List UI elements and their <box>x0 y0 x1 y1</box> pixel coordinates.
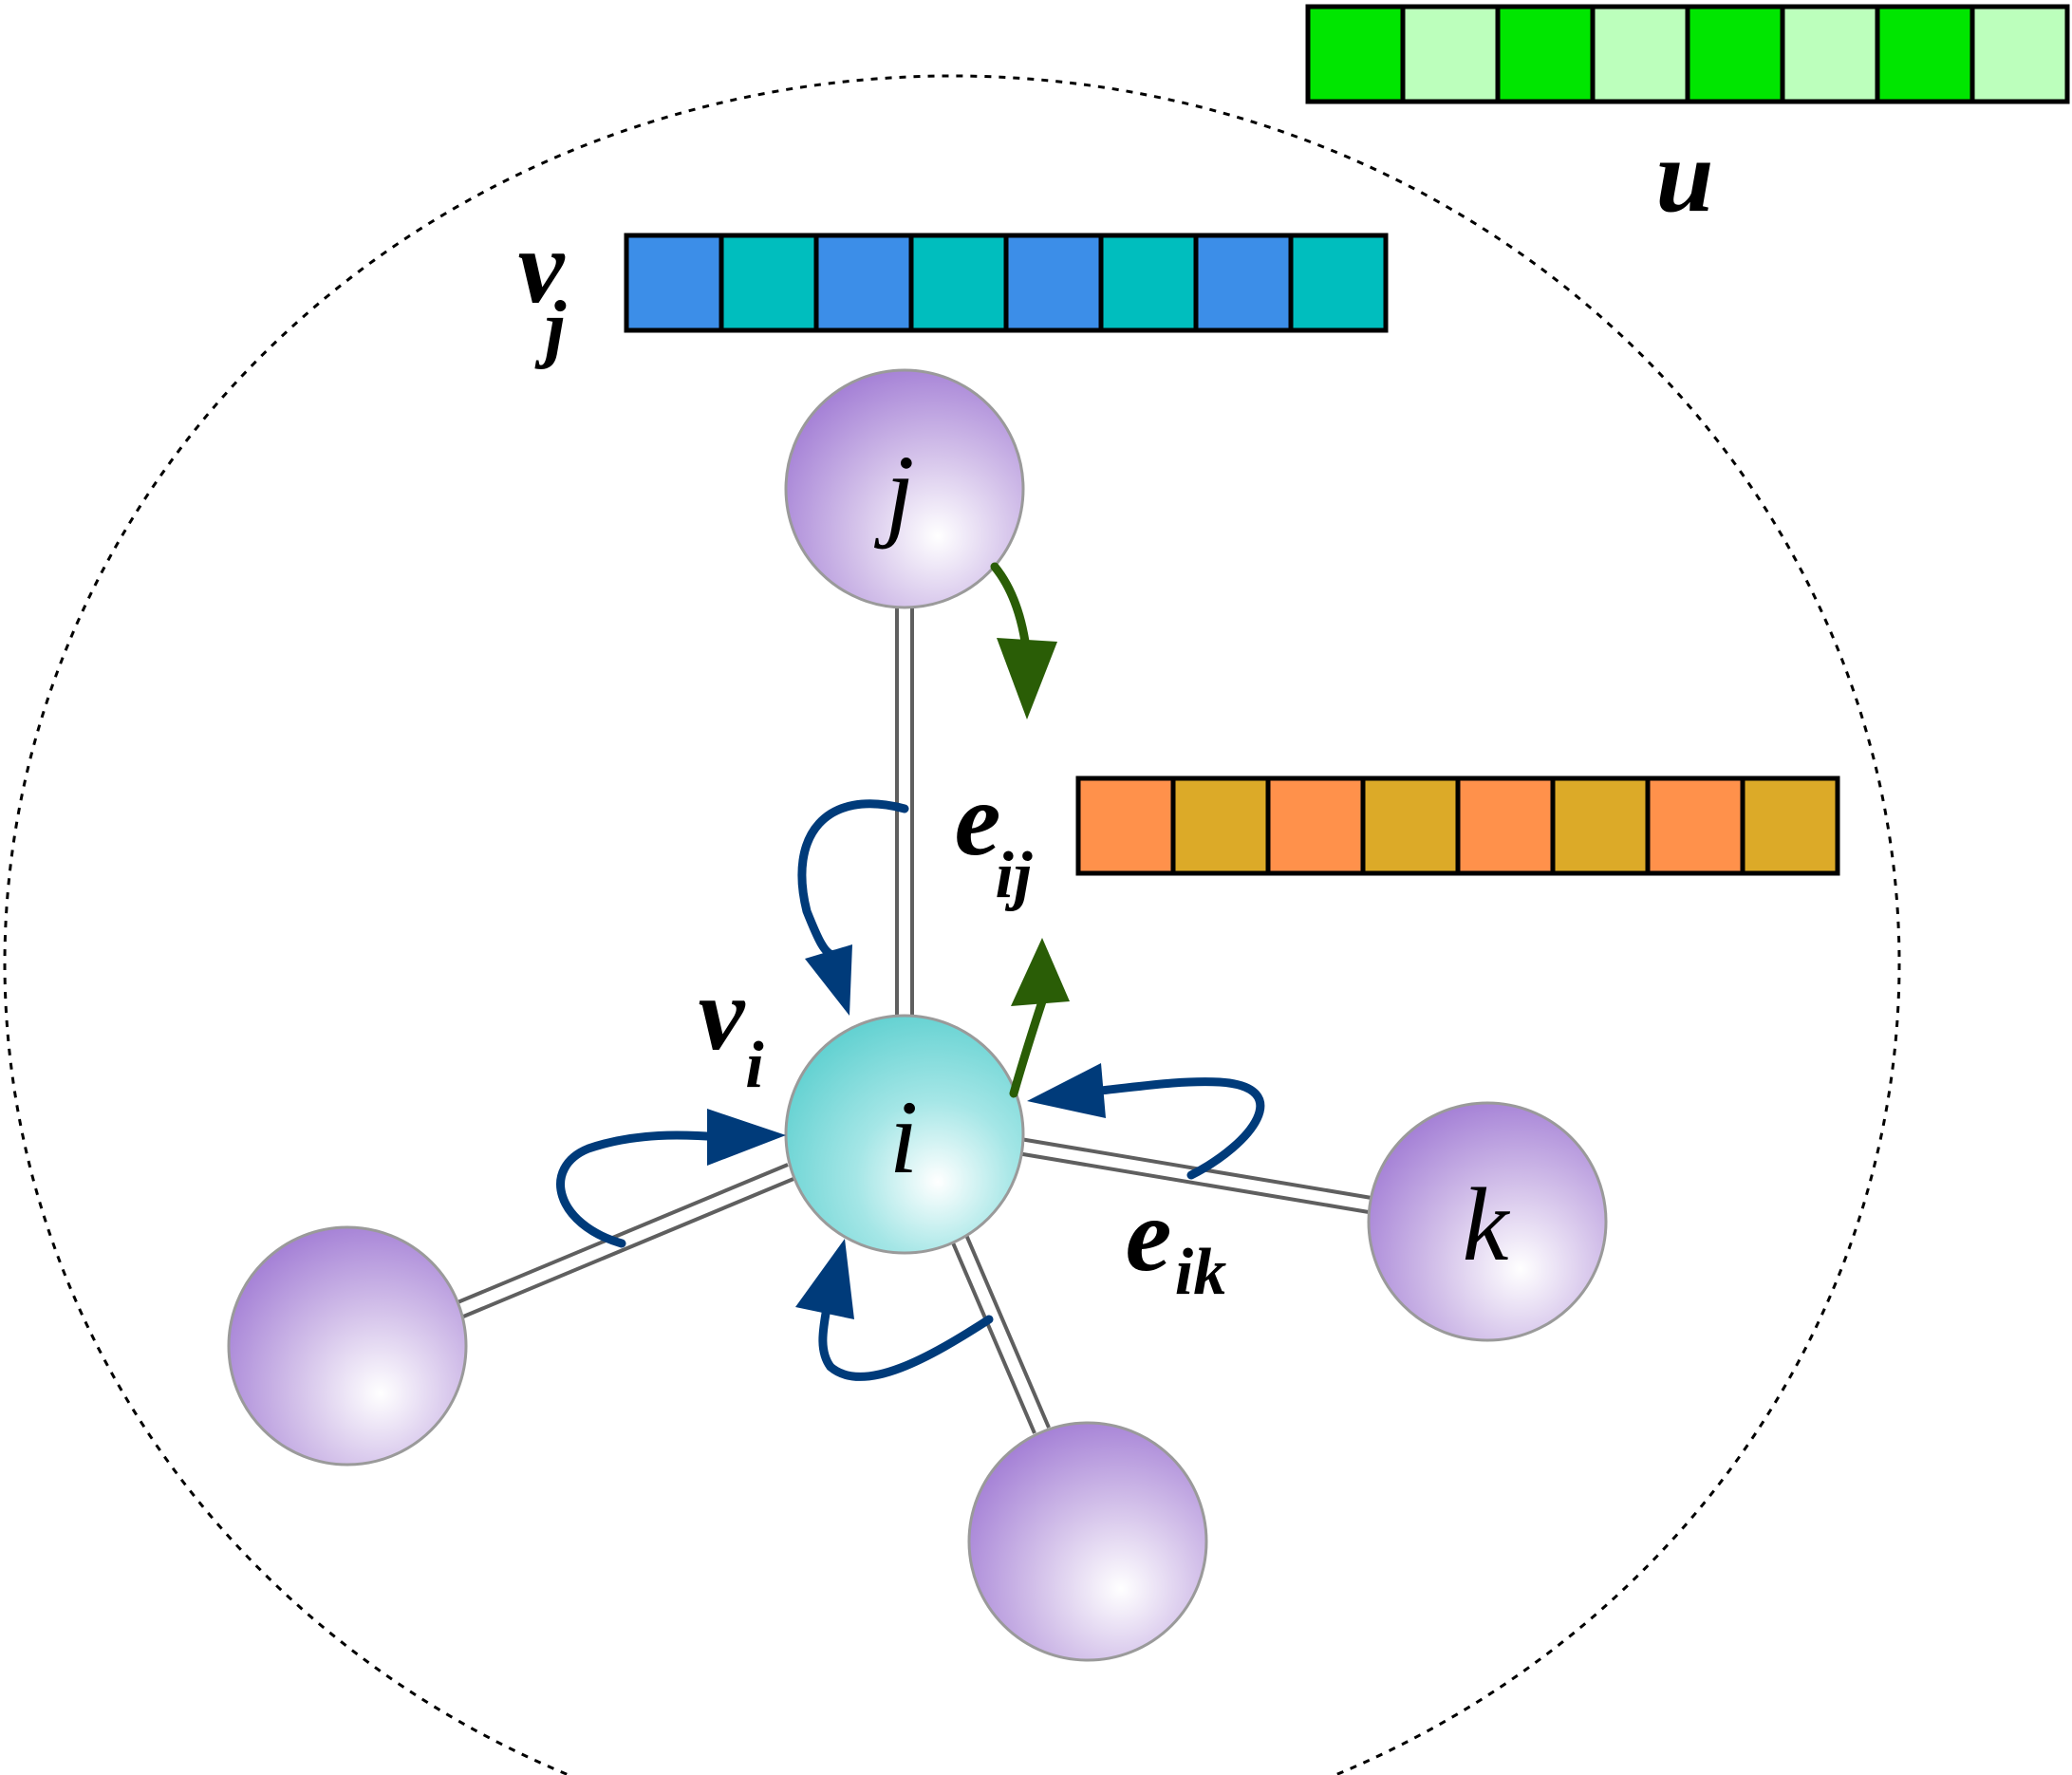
vector-u-cell <box>1685 4 1785 104</box>
global-boundary-ellipse <box>3 74 1901 1775</box>
node-j: j <box>784 368 1025 609</box>
vector-u-cell <box>1495 4 1596 104</box>
green-arrow-i-to-eij <box>1009 938 1070 1098</box>
vector-vj-cell <box>1098 233 1199 333</box>
label-eik: e ik <box>1126 1177 1227 1309</box>
vector-vj-cell <box>813 233 914 333</box>
green-arrow-j-to-eij <box>990 562 1057 719</box>
vector-vj-cell <box>719 233 819 333</box>
vector-u-cell <box>1400 4 1501 104</box>
edge-i-left <box>450 1163 794 1321</box>
svg-text:ik: ik <box>1175 1236 1226 1309</box>
vector-u-cell <box>1590 4 1690 104</box>
node-i: i <box>784 1014 1025 1255</box>
svg-text:ij: ij <box>996 839 1033 912</box>
svg-text:e: e <box>955 761 1001 877</box>
label-vj: v j <box>518 209 567 370</box>
blue-arrow-from-eik-to-i <box>1027 1063 1265 1180</box>
svg-text:v: v <box>518 209 566 325</box>
node-bottom <box>967 1421 1208 1662</box>
node-feature-vector-vj <box>624 233 1389 333</box>
vector-eij-cell <box>1645 775 1745 876</box>
label-eij: e ij <box>955 761 1033 912</box>
blue-arrow-from-eij-to-i <box>797 799 909 1016</box>
vector-eij-cell <box>1265 775 1366 876</box>
vector-u-cell <box>1305 4 1406 104</box>
vector-vj-cell <box>908 233 1009 333</box>
vector-vj-cell <box>1193 233 1294 333</box>
svg-text:i: i <box>745 1029 764 1102</box>
vector-eij-cell <box>1360 775 1461 876</box>
node-k-label: k <box>1463 1167 1511 1282</box>
vector-u-cell <box>1780 4 1880 104</box>
edge-i-bottom <box>947 1227 1051 1434</box>
vector-eij-cell <box>1550 775 1651 876</box>
node-left <box>227 1225 468 1467</box>
edge-ij <box>895 607 914 1020</box>
blue-arrow-from-bottom-edge-to-i <box>795 1239 994 1381</box>
vector-eij-cell <box>1075 775 1176 876</box>
vector-eij-cell <box>1740 775 1840 876</box>
vector-u-cell <box>1969 4 2070 104</box>
node-k: k <box>1367 1101 1608 1342</box>
global-feature-vector-u <box>1305 4 2070 104</box>
svg-text:e: e <box>1126 1177 1172 1293</box>
vector-vj-cell <box>1003 233 1104 333</box>
vector-eij-cell <box>1455 775 1556 876</box>
svg-text:v: v <box>699 956 746 1072</box>
vector-vj-cell <box>1288 233 1389 333</box>
edge-feature-vector-eij <box>1075 775 1840 876</box>
node-i-label: i <box>889 1079 919 1195</box>
vector-eij-cell <box>1170 775 1271 876</box>
vector-u-cell <box>1875 4 1975 104</box>
blue-arrow-from-left-edge-to-i <box>556 1109 786 1248</box>
label-u: u <box>1655 118 1713 234</box>
label-vi: v i <box>699 956 765 1102</box>
vector-vj-cell <box>624 233 724 333</box>
